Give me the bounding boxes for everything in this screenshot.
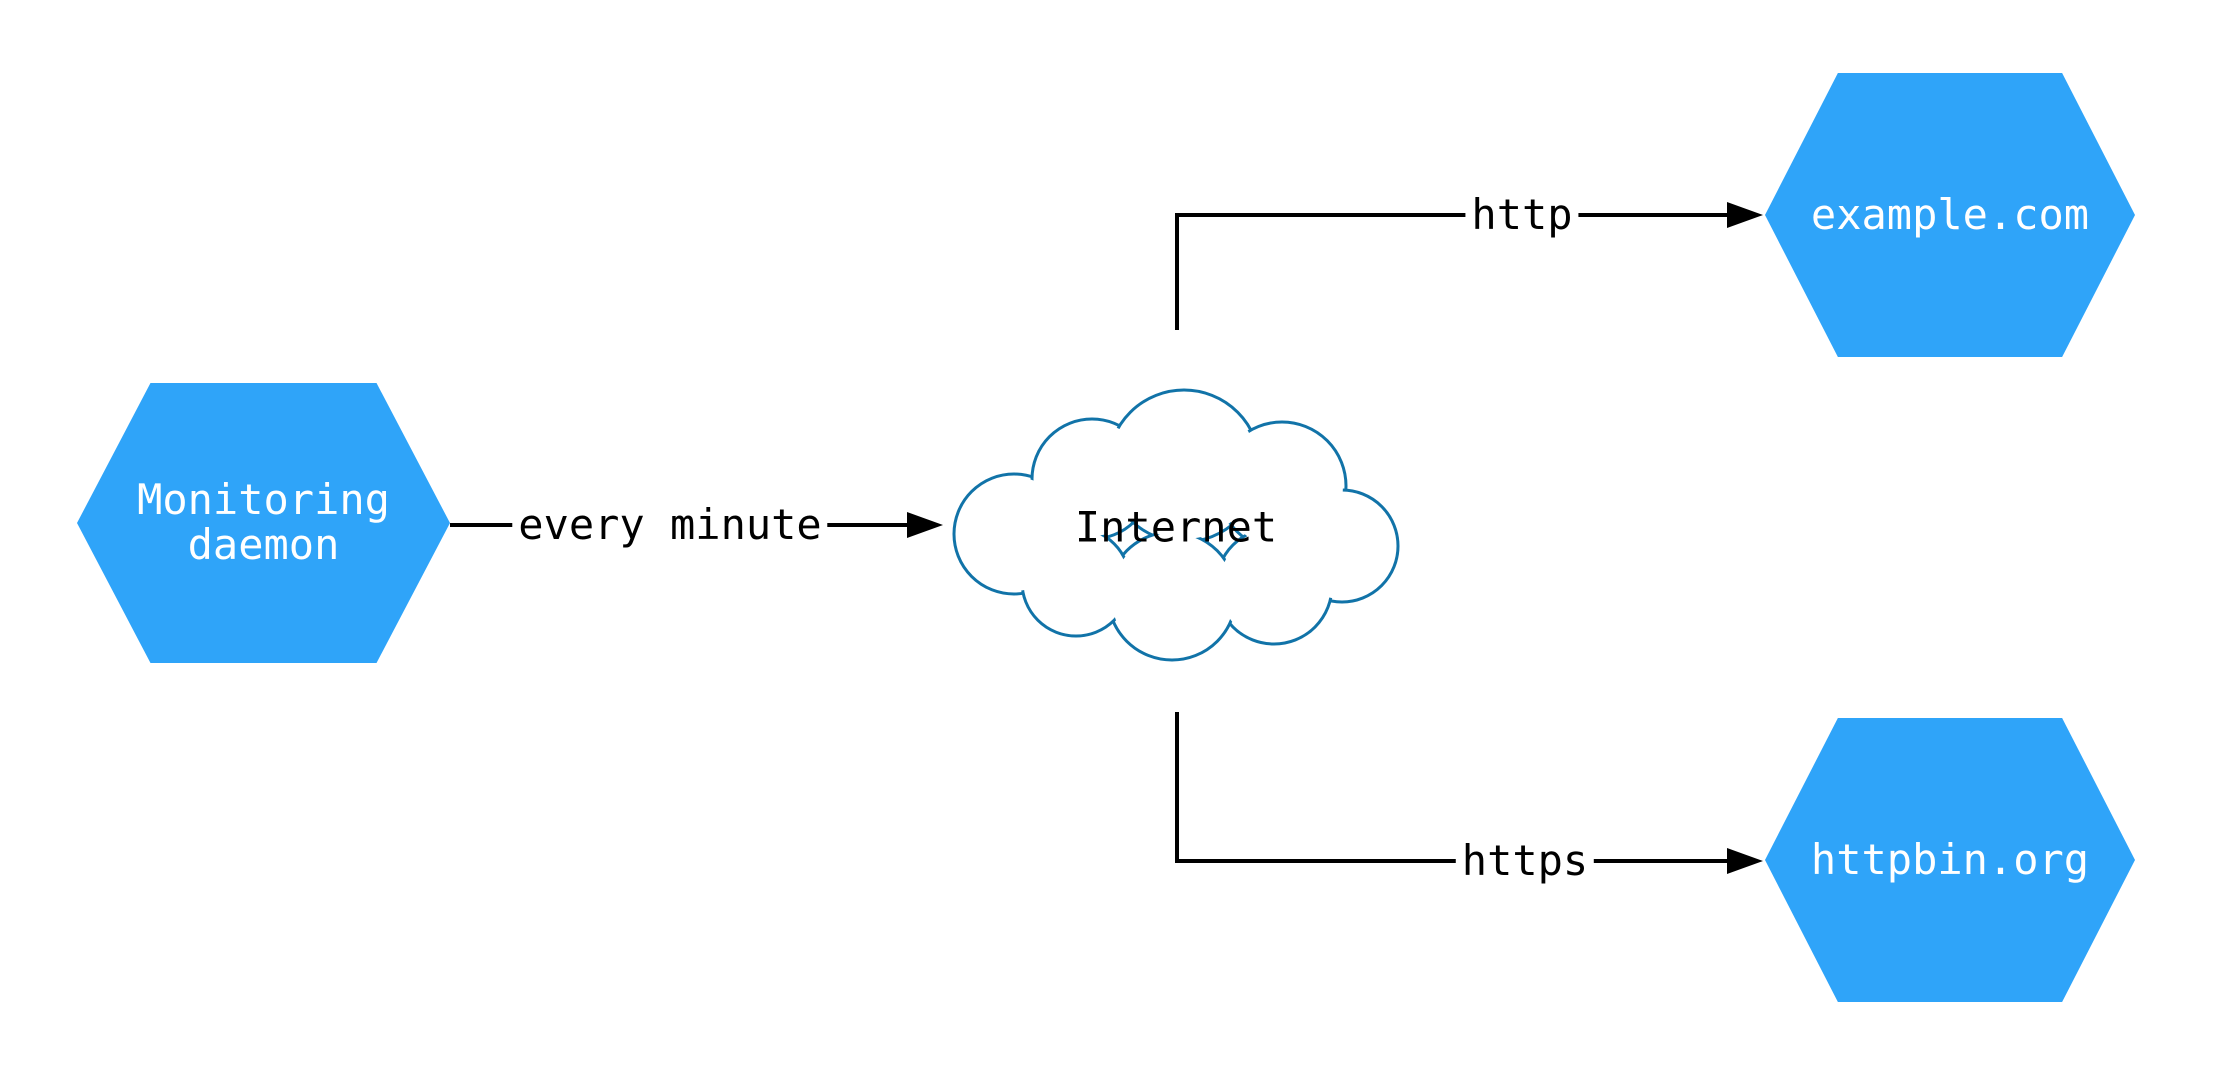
node-example-com: example.com — [1765, 73, 2135, 357]
node-httpbin-org-label: httpbin.org — [1810, 834, 2090, 884]
node-example-com-label: example.com — [1810, 189, 2090, 239]
edge-label-every-minute: every minute — [512, 500, 828, 550]
edge-label-https: https — [1455, 836, 1595, 886]
arrowhead-into-internet — [907, 512, 943, 538]
node-httpbin-org: httpbin.org — [1765, 718, 2135, 1002]
arrowhead-into-httpbin — [1727, 848, 1763, 874]
node-monitoring-daemon-label: Monitoring daemon — [137, 475, 390, 569]
node-monitoring-daemon: Monitoring daemon — [77, 383, 450, 663]
node-internet-label: Internet — [1074, 502, 1278, 552]
edge-internet-to-httpbin — [1175, 712, 1729, 863]
edge-label-http: http — [1465, 190, 1579, 240]
arrowhead-into-example — [1727, 202, 1763, 228]
edge-internet-to-example — [1175, 213, 1729, 330]
